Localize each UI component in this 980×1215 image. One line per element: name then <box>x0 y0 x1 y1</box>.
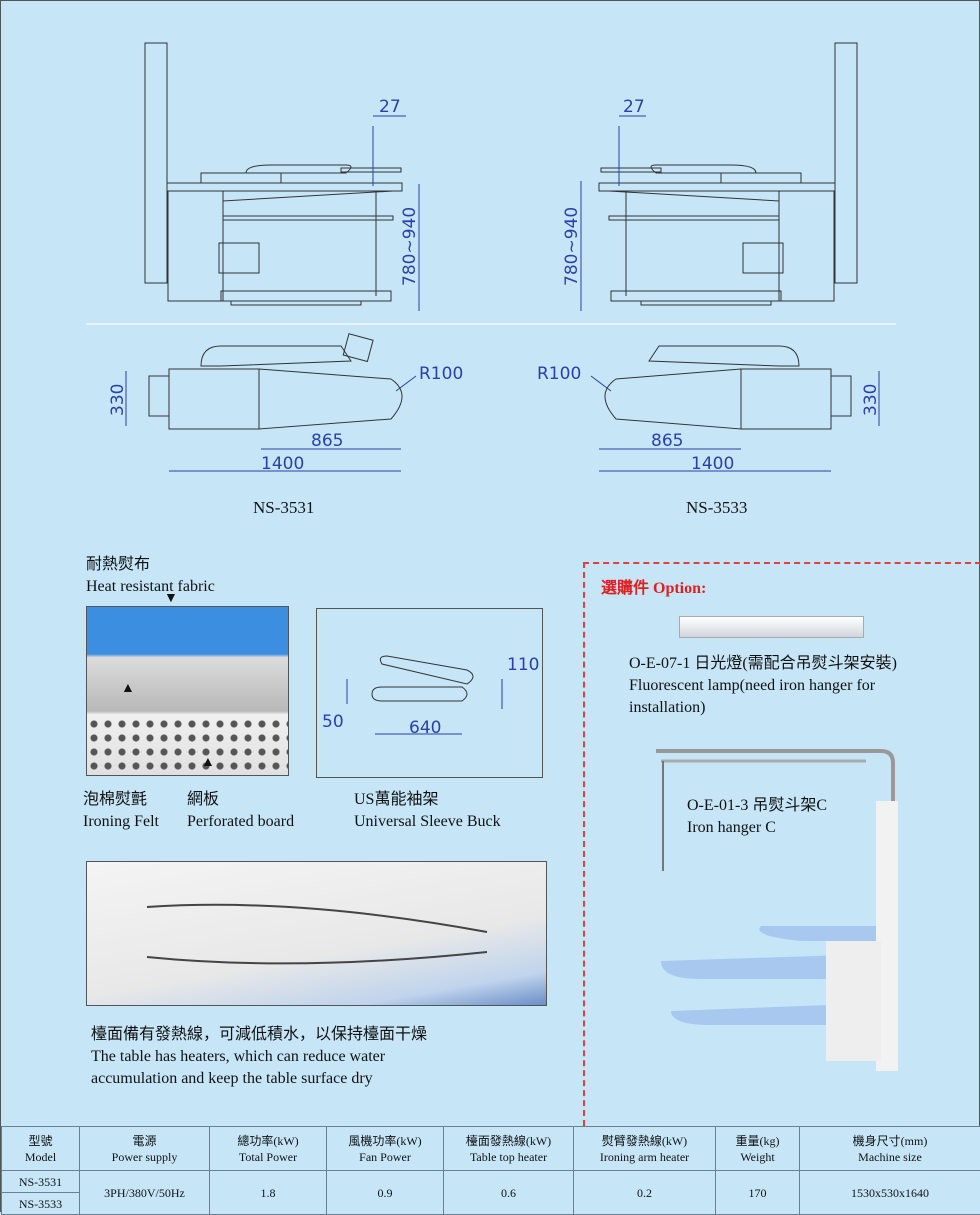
model-cell: NS-3533 <box>2 1193 80 1215</box>
svg-text:640: 640 <box>409 718 441 738</box>
table-heater-cell: 0.6 <box>444 1171 574 1215</box>
ns3533-top-view: 330 865 1400 R100 <box>531 331 911 481</box>
options-title: 選購件 Option: <box>601 574 706 598</box>
header-machine-size: 機身尺寸(mm)Machine size <box>800 1127 980 1171</box>
arrow-icon: ▲ <box>201 755 215 771</box>
header-total-power: 總功率(kW)Total Power <box>210 1127 327 1171</box>
fan-power-cell: 0.9 <box>327 1171 444 1215</box>
table-row: NS-3531 3PH/380V/50Hz 1.8 0.9 0.6 0.2 17… <box>2 1171 980 1193</box>
ns3531-side-view: 27 780~940 <box>131 36 451 321</box>
ns3533-side-view: 27 780~940 <box>551 36 871 321</box>
lamp-caption: O-E-07-1 日光燈(需配合吊熨斗架安裝)Fluorescent lamp(… <box>629 653 897 719</box>
arm-heater-cell: 0.2 <box>574 1171 716 1215</box>
ns3531-top-view: 330 865 1400 R100 <box>101 331 481 481</box>
arrow-icon: ▼ <box>164 591 178 607</box>
model-label-ns3533: NS-3533 <box>686 498 747 518</box>
svg-text:330: 330 <box>861 384 881 416</box>
svg-text:R100: R100 <box>419 364 463 384</box>
svg-text:27: 27 <box>623 97 645 117</box>
header-table-heater: 檯面發熱線(kW)Table top heater <box>444 1127 574 1171</box>
sleeve-buck-drawing: 110 50 640 <box>316 608 543 778</box>
fluorescent-lamp-image <box>679 616 864 638</box>
svg-text:R100: R100 <box>537 364 581 384</box>
svg-text:330: 330 <box>108 384 128 416</box>
header-weight: 重量(kg)Weight <box>716 1127 800 1171</box>
header-fan-power: 風機功率(kW)Fan Power <box>327 1127 444 1171</box>
svg-text:110: 110 <box>507 655 539 675</box>
arrow-icon: ▲ <box>121 681 135 697</box>
svg-text:780~940: 780~940 <box>400 207 420 286</box>
machine-size-cell: 1530x530x1640 <box>800 1171 980 1215</box>
perforation-holes <box>87 717 288 775</box>
weight-cell: 170 <box>716 1171 800 1215</box>
svg-text:865: 865 <box>311 431 343 451</box>
power-supply-cell: 3PH/380V/50Hz <box>80 1171 210 1215</box>
divider <box>86 323 896 325</box>
svg-text:1400: 1400 <box>691 454 734 474</box>
model-cell: NS-3531 <box>2 1171 80 1193</box>
svg-text:27: 27 <box>379 97 401 117</box>
svg-text:865: 865 <box>651 431 683 451</box>
iron-hanger-image <box>651 741 911 1091</box>
table-heater-photo <box>86 861 547 1006</box>
svg-text:50: 50 <box>322 712 344 732</box>
svg-text:1400: 1400 <box>261 454 304 474</box>
svg-text:780~940: 780~940 <box>562 207 582 286</box>
ironing-layers-photo <box>86 606 289 776</box>
header-arm-heater: 熨臂發熱線(kW)Ironing arm heater <box>574 1127 716 1171</box>
model-label-ns3531: NS-3531 <box>253 498 314 518</box>
total-power-cell: 1.8 <box>210 1171 327 1215</box>
